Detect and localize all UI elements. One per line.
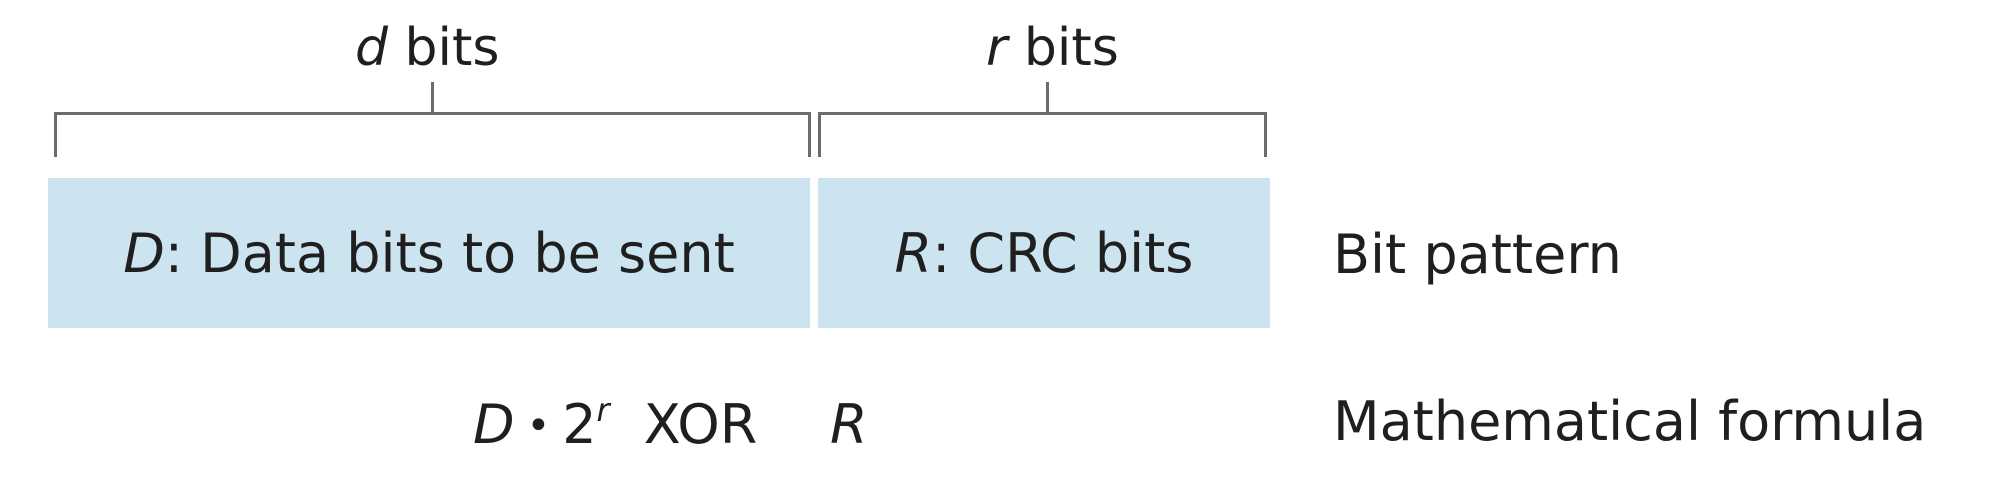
r-bits-label: r bits xyxy=(986,22,1119,74)
formula-xor: XOR xyxy=(643,393,758,456)
r-variable: r xyxy=(986,18,1008,78)
formula-exponent: r xyxy=(596,391,610,429)
d-bits-label: d bits xyxy=(355,22,499,74)
formula-d-variable: D xyxy=(473,393,515,456)
data-bits-block: D: Data bits to be sent xyxy=(48,178,810,328)
bit-pattern-label: Bit pattern xyxy=(1333,223,1622,286)
multiply-dot: • xyxy=(526,403,551,449)
data-block-text: : Data bits to be sent xyxy=(164,221,735,285)
d-bits-suffix: bits xyxy=(388,18,500,78)
data-bits-bracket xyxy=(54,112,811,157)
d-variable: d xyxy=(355,18,389,78)
crc-block-variable: R xyxy=(894,221,933,285)
data-bits-bracket-tick xyxy=(431,82,434,114)
r-bits-suffix: bits xyxy=(1007,18,1119,78)
crc-bits-block: R: CRC bits xyxy=(818,178,1270,328)
crc-bits-bracket-tick xyxy=(1046,82,1049,114)
formula-r-variable: R xyxy=(830,393,868,456)
formula-left: D•2r XOR xyxy=(473,391,758,456)
math-formula-label: Mathematical formula xyxy=(1333,390,1927,453)
crc-bits-bracket xyxy=(818,112,1267,157)
formula-base: 2 xyxy=(562,393,597,456)
crc-block-text: : CRC bits xyxy=(932,221,1194,285)
formula-right: R xyxy=(830,393,868,456)
data-block-variable: D xyxy=(123,221,165,285)
